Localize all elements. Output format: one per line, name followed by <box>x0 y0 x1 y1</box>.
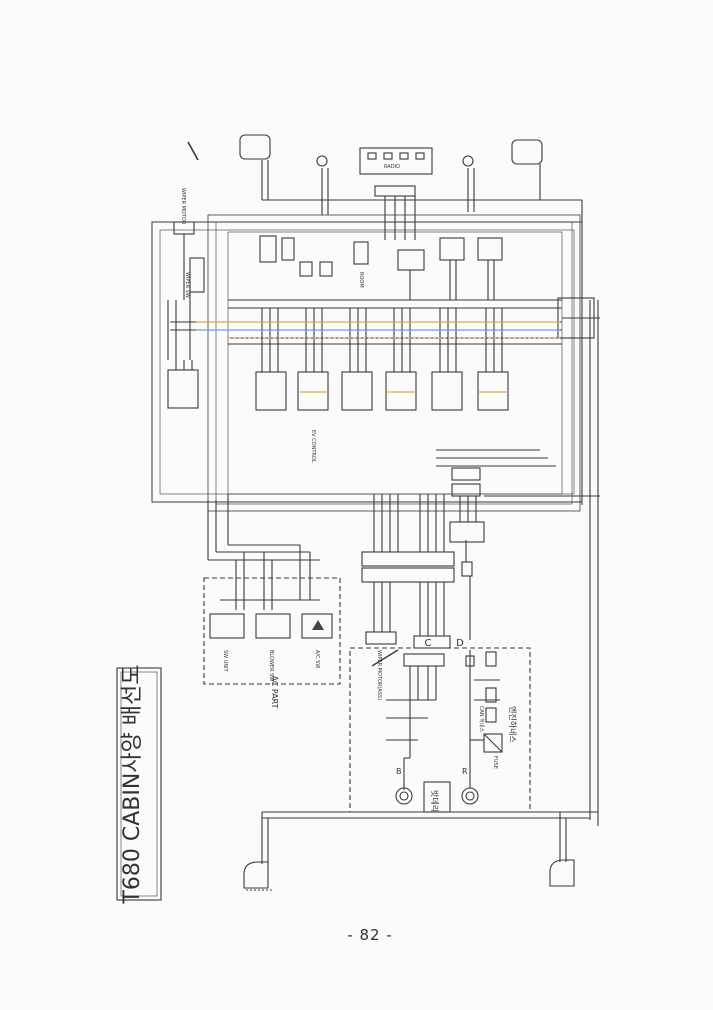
ac-sw-label: A/C SW <box>314 650 320 668</box>
engine-harness-label: 엔진하네스 <box>508 706 518 743</box>
battery-negative-terminal <box>395 787 413 805</box>
terminal-r-label: R <box>462 767 468 776</box>
title-box <box>116 667 162 901</box>
fuse-label: FUSE <box>492 756 498 769</box>
terminal-b-label: B <box>396 767 402 776</box>
connector-c <box>413 635 451 649</box>
blower-sw-label: BLOWER SW <box>268 650 274 681</box>
wiper-motor-ass-connector <box>365 631 397 645</box>
speaker-bottom-right-icon <box>549 859 575 887</box>
wiper-motor-label: WIPER MOTOR <box>180 188 186 225</box>
lamp-right-icon <box>462 155 474 167</box>
wiper-motor-ass-label: WIPER MOTOR(ASS) <box>376 650 382 700</box>
speaker-left-icon <box>239 134 271 160</box>
room-lamp-label: ROOM <box>358 272 364 288</box>
radio-label: RADIO <box>384 164 400 170</box>
ac-sw <box>301 613 333 639</box>
sw-unit <box>209 613 245 639</box>
radio-unit <box>359 147 433 175</box>
main-connector-lower <box>361 567 455 583</box>
blower-sw <box>255 613 291 639</box>
wiper-sw-label: WIPER SW <box>184 272 190 298</box>
battery-positive-terminal <box>461 787 479 805</box>
speaker-bottom-left-icon <box>243 861 269 889</box>
fuse-box <box>483 733 503 753</box>
connector-c-label: C <box>425 638 432 649</box>
can-harness-label: CAN 하네스 <box>478 706 485 732</box>
lamp-left-icon <box>316 155 328 167</box>
wiper-switch <box>167 369 199 409</box>
joint-connector <box>449 521 485 543</box>
main-connector-upper <box>361 551 455 567</box>
battery-label: 밧데리 <box>430 790 439 812</box>
ac-part-label: AC PART <box>270 675 279 708</box>
switch-row <box>255 371 509 411</box>
connector-d-label: D <box>456 638 464 649</box>
diagram-title: T680 CABIN사양 배선도 <box>120 664 145 904</box>
room-lamp <box>353 241 369 265</box>
page-number: - 82 - <box>347 926 393 944</box>
ev-control-label: EV CONTROL <box>310 430 316 463</box>
sw-unit-label: SW UNIT <box>222 650 228 673</box>
speaker-right-icon <box>511 139 543 165</box>
